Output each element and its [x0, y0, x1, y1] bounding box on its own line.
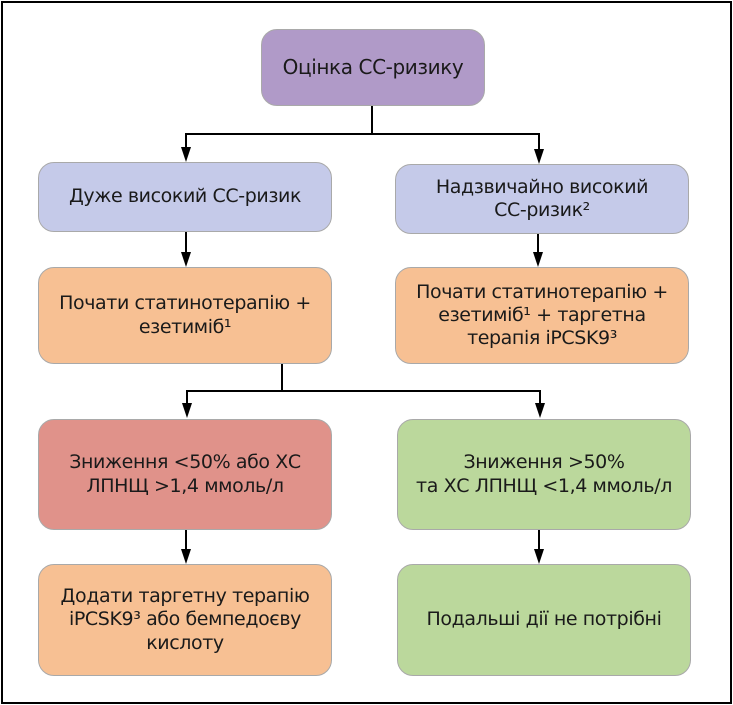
node-extreme-risk: Надзвичайно високий СС-ризик² — [395, 164, 689, 234]
node-no-further-action: Подальші дії не потрібні — [397, 564, 691, 676]
node-label-line: Почати статинотерапію + — [59, 292, 311, 315]
node-target-achieved: Зниження >50% та ХС ЛПНЩ <1,4 ммоль/л — [397, 419, 691, 530]
node-label-line: езетиміб¹ + таргетна — [438, 303, 646, 326]
node-label-line: іPCSK9³ або бемпедоєву — [69, 608, 301, 631]
node-cv-risk-assessment: Оцінка СС-ризику — [261, 29, 485, 106]
node-label-line: Почати статинотерапію + — [416, 280, 668, 303]
node-label-line: Додати таргетну терапію — [60, 585, 310, 608]
node-label: Подальші дії не потрібні — [426, 608, 662, 631]
node-label-line: СС-ризик² — [494, 199, 590, 221]
node-label-line: Надзвичайно високий — [435, 175, 649, 198]
node-label: Оцінка СС-ризику — [282, 55, 464, 80]
node-very-high-risk: Дуже високий СС-ризик — [38, 162, 332, 232]
node-statin-ezetimibe: Почати статинотерапію + езетиміб¹ — [38, 267, 332, 364]
node-label-line: Зниження >50% — [463, 451, 625, 474]
node-label-line: ЛПНЩ >1,4 ммоль/л — [86, 474, 284, 497]
node-statin-ezetimibe-pcsk9: Почати статинотерапію + езетиміб¹ + тарг… — [395, 267, 689, 364]
node-label-line: терапія іPCSK9³ — [467, 327, 617, 350]
node-target-not-achieved: Зниження <50% або ХС ЛПНЩ >1,4 ммоль/л — [38, 419, 332, 530]
node-label: Дуже високий СС-ризик — [68, 185, 302, 208]
node-add-pcsk9-or-bempedoic: Додати таргетну терапію іPCSK9³ або бемп… — [38, 564, 332, 676]
node-label-line: Зниження <50% або ХС — [69, 451, 301, 474]
node-label-line: кислоту — [146, 631, 224, 654]
node-label-line: езетиміб¹ — [138, 315, 232, 338]
node-label-line: та ХС ЛПНЩ <1,4 ммоль/л — [416, 474, 672, 497]
